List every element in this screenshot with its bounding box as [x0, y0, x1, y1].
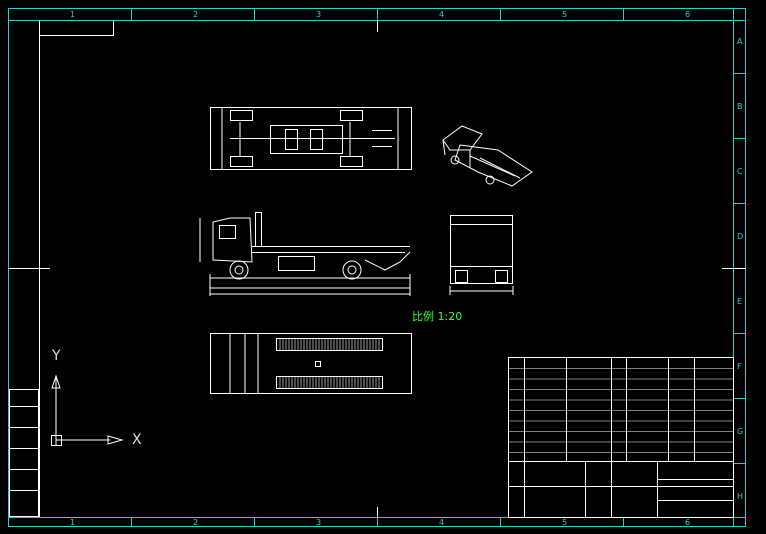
- ucs-y-label: Y: [52, 348, 61, 364]
- front-view: [449, 215, 514, 295]
- zone-label-side: E: [737, 297, 743, 306]
- bottom-view: [210, 333, 412, 394]
- zone-label-side: B: [737, 102, 743, 111]
- ucs-x-label: X: [132, 432, 142, 448]
- ucs-icon: [51, 374, 124, 446]
- zone-label-side: F: [737, 362, 742, 371]
- scale-note: 比例 1:20: [412, 310, 463, 323]
- zone-label-side: D: [737, 232, 744, 241]
- zone-label-top: 5: [562, 10, 568, 19]
- zone-label-bottom: 5: [562, 518, 568, 527]
- side-view: [199, 212, 411, 296]
- stamp-boxes: [9, 389, 39, 517]
- zone-label-bottom: 2: [193, 518, 199, 527]
- top-view: [210, 107, 412, 170]
- outer-border: [8, 8, 746, 527]
- zone-label-bottom: 4: [439, 518, 445, 527]
- zone-label-side: H: [737, 492, 744, 501]
- zone-label-side: G: [737, 427, 744, 436]
- zone-label-bottom: 6: [685, 518, 691, 527]
- bottom-view-hatching: [279, 339, 380, 388]
- title-block: [508, 357, 734, 518]
- zone-label-top: 1: [70, 10, 76, 19]
- zone-label-top: 2: [193, 10, 199, 19]
- zone-label-top: 4: [439, 10, 445, 19]
- zone-label-bottom: 3: [316, 518, 322, 527]
- corner-box: [39, 20, 114, 36]
- zone-label-top: 3: [316, 10, 322, 19]
- zone-label-bottom: 1: [70, 518, 76, 527]
- isometric-view: [442, 125, 533, 187]
- zone-label-side: A: [737, 37, 743, 46]
- zone-label-top: 6: [685, 10, 691, 19]
- zone-label-side: C: [737, 167, 743, 176]
